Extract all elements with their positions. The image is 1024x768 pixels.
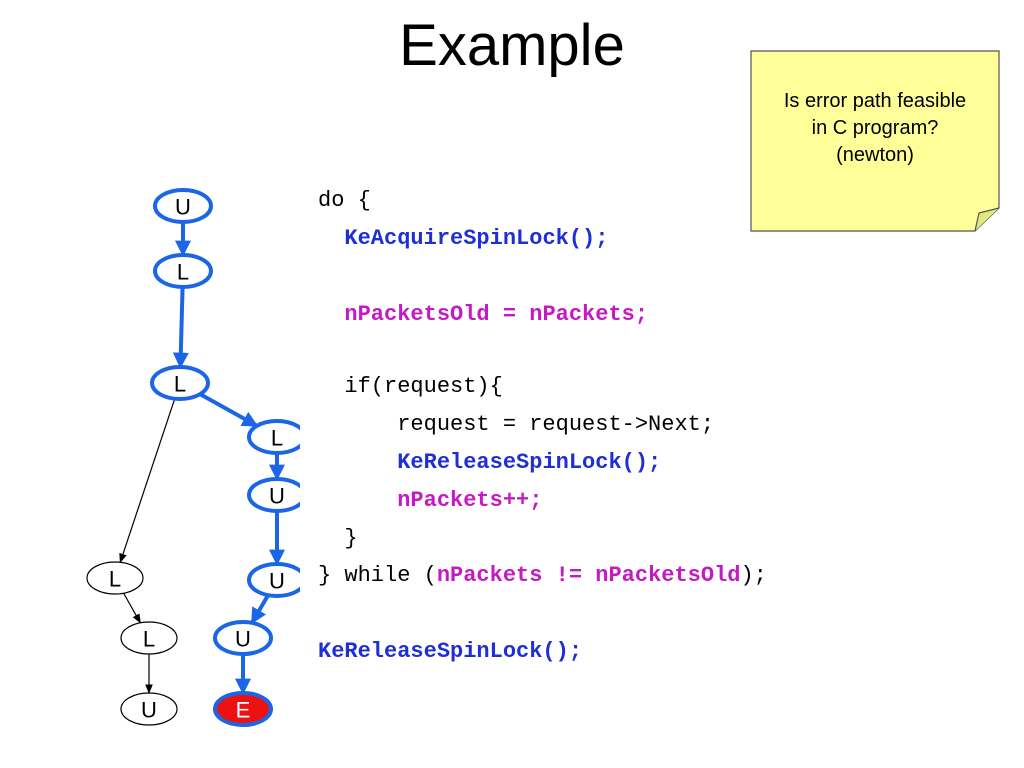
graph-node-label: U bbox=[235, 627, 251, 652]
graph-node-n1: U bbox=[153, 188, 213, 224]
code-line: KeAcquireSpinLock(); bbox=[318, 226, 608, 252]
code-line: KeReleaseSpinLock(); bbox=[318, 450, 661, 476]
error-path-edge-n3-n4 bbox=[199, 392, 259, 428]
code-token: KeAcquireSpinLock(); bbox=[344, 226, 609, 251]
graph-node-shape bbox=[213, 620, 273, 656]
code-line: do { bbox=[318, 188, 371, 214]
graph-node-n3: L bbox=[150, 365, 210, 401]
code-line: } while (nPackets != nPacketsOld); bbox=[318, 563, 767, 589]
code-token: ); bbox=[740, 563, 767, 588]
code-token: do { bbox=[318, 188, 371, 213]
code-line: KeReleaseSpinLock(); bbox=[318, 639, 582, 665]
graph-node-shape bbox=[150, 365, 210, 401]
code-token bbox=[318, 488, 397, 513]
code-line: request = request->Next; bbox=[318, 412, 714, 438]
code-token: if(request){ bbox=[318, 374, 503, 399]
graph-node-shape bbox=[247, 419, 300, 455]
graph-node-n4: L bbox=[247, 419, 300, 455]
graph-node-n8: E bbox=[213, 691, 273, 727]
error-path-graph: U L L L U U U E L L U bbox=[86, 188, 300, 727]
graph-nodes: U L L L U U U E L L U bbox=[86, 188, 300, 727]
sticky-note-shape bbox=[750, 50, 1000, 232]
code-token: KeReleaseSpinLock(); bbox=[397, 450, 662, 475]
code-token: request = request->Next; bbox=[318, 412, 715, 437]
code-line: nPackets++; bbox=[318, 488, 542, 514]
graph-node-label: L bbox=[177, 260, 189, 285]
graph-node-shape bbox=[247, 477, 300, 513]
graph-node-label: L bbox=[143, 627, 155, 652]
graph-node-label: U bbox=[269, 569, 285, 594]
edge-n9-n10 bbox=[123, 592, 141, 624]
code-line: if(request){ bbox=[318, 374, 503, 400]
graph-node-label: U bbox=[141, 698, 157, 723]
graph-node-shape bbox=[213, 691, 273, 727]
graph-node-n7: U bbox=[213, 620, 273, 656]
code-token bbox=[318, 226, 344, 251]
code-token: nPacketsOld = nPackets; bbox=[344, 302, 649, 327]
graph-node-shape bbox=[247, 562, 300, 598]
graph-node-label: L bbox=[271, 426, 283, 451]
graph-node-shape bbox=[153, 188, 213, 224]
graph-node-label: U bbox=[175, 195, 191, 220]
code-token bbox=[318, 302, 344, 327]
graph-node-n6: U bbox=[247, 562, 300, 598]
error-path-edge-n2-n3 bbox=[172, 286, 189, 369]
graph-node-shape bbox=[120, 621, 178, 655]
sticky-note: Is error path feasible in C program? (ne… bbox=[750, 50, 1000, 232]
sticky-note-text: Is error path feasible in C program? (ne… bbox=[783, 90, 967, 166]
graph-node-n2: L bbox=[153, 253, 213, 289]
code-token: } bbox=[318, 526, 358, 551]
graph-node-label: E bbox=[236, 698, 251, 723]
code-token: KeReleaseSpinLock(); bbox=[318, 639, 583, 664]
slide-title: Example bbox=[399, 13, 625, 78]
graph-node-label: L bbox=[109, 567, 121, 592]
error-path-edge-n6-n7 bbox=[250, 594, 270, 625]
graph-node-n5: U bbox=[247, 477, 300, 513]
graph-node-shape bbox=[120, 692, 178, 726]
graph-node-label: L bbox=[174, 372, 186, 397]
code-token: nPackets != nPacketsOld bbox=[436, 563, 741, 588]
edge-n3-n9 bbox=[119, 398, 176, 564]
graph-node-n11: U bbox=[120, 692, 178, 726]
graph-node-n10: L bbox=[120, 621, 178, 655]
graph-node-shape bbox=[86, 561, 144, 595]
code-token bbox=[318, 450, 397, 475]
code-token: } while ( bbox=[318, 563, 437, 588]
graph-node-shape bbox=[153, 253, 213, 289]
graph-edges bbox=[119, 222, 285, 695]
code-token: nPackets++; bbox=[397, 488, 543, 513]
code-line: } bbox=[318, 526, 358, 552]
graph-node-label: U bbox=[269, 484, 285, 509]
graph-node-n9: L bbox=[86, 561, 144, 595]
code-line: nPacketsOld = nPackets; bbox=[318, 302, 648, 328]
